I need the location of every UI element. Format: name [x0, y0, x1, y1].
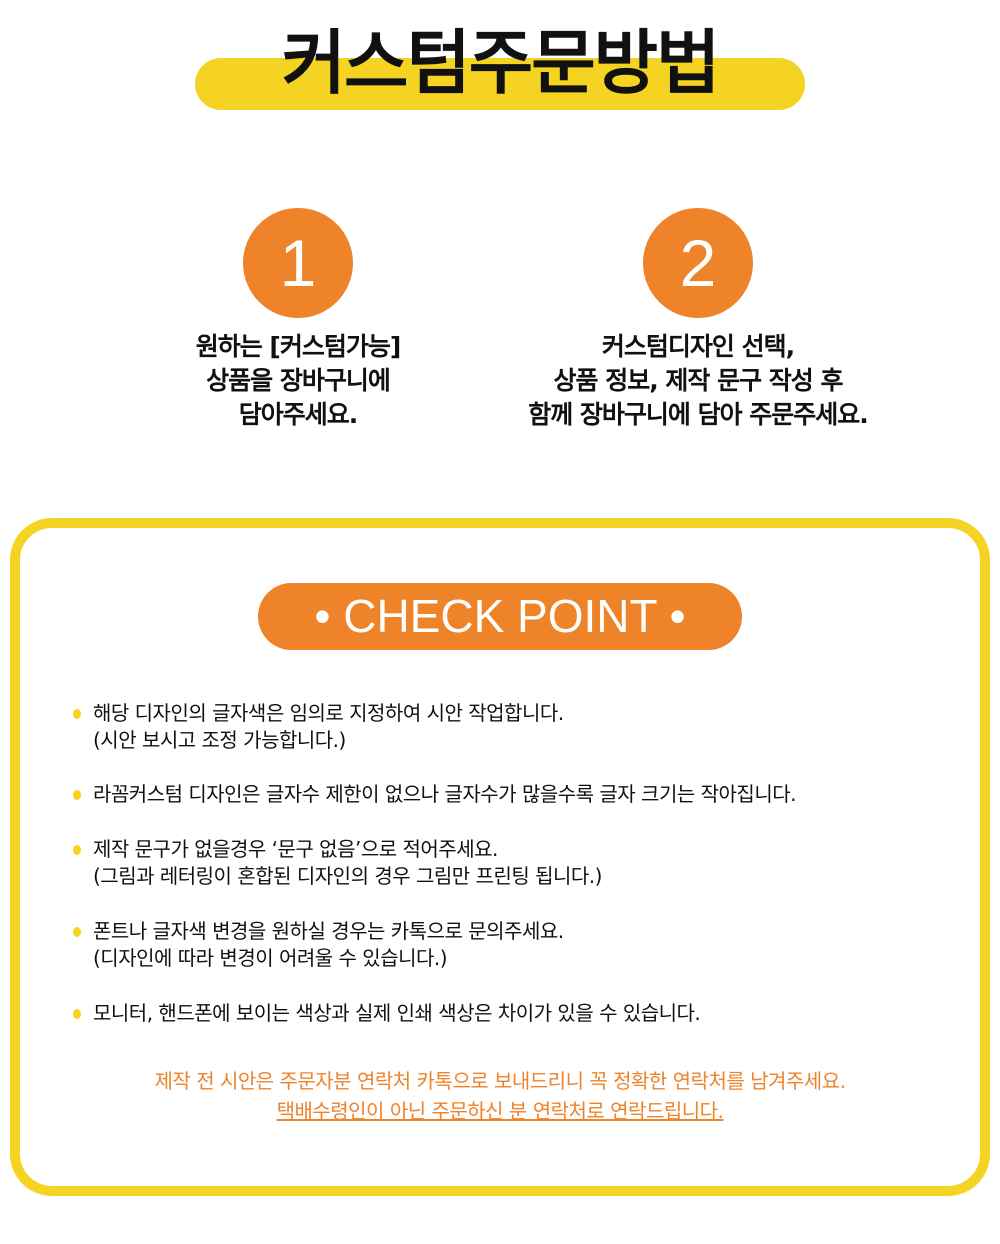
step-2-text: 커스텀디자인 선택, 상품 정보, 제작 문구 작성 후 함께 장바구니에 담아…	[468, 330, 928, 432]
item-line: (디자인에 따라 변경이 어려울 수 있습니다.)	[93, 946, 448, 970]
checkpoint-item: 제작 문구가 없을경우 ‘문구 없음’으로 적어주세요. (그림과 레터링이 혼…	[73, 836, 602, 890]
item-line: 라꼼커스텀 디자인은 글자수 제한이 없으나 글자수가 많을수록 글자 크기는 …	[93, 782, 796, 806]
step-1-number: 1	[243, 208, 353, 318]
bullet-icon	[73, 927, 81, 937]
page-title: 커스텀주문방법	[281, 22, 721, 104]
step-line: 함께 장바구니에 담아 주문주세요.	[528, 400, 869, 429]
item-line: (시안 보시고 조정 가능합니다.)	[93, 728, 346, 752]
item-line: 폰트나 글자색 변경을 원하실 경우는 카톡으로 문의주세요.	[93, 919, 564, 943]
checkpoint-item: 해당 디자인의 글자색은 임의로 지정하여 시안 작업합니다. (시안 보시고 …	[73, 700, 564, 754]
checkpoint-item: 라꼼커스텀 디자인은 글자수 제한이 없으나 글자수가 많을수록 글자 크기는 …	[73, 781, 796, 808]
step-1-text: 원하는 [커스텀가능] 상품을 장바구니에 담아주세요.	[68, 330, 528, 432]
bullet-icon	[73, 709, 81, 719]
step-line: 담아주세요.	[238, 400, 359, 429]
checkpoint-heading: • CHECK POINT •	[258, 583, 742, 650]
title-banner	[195, 58, 805, 110]
bullet-icon	[73, 1009, 81, 1019]
checkpoint-item: 모니터, 핸드폰에 보이는 색상과 실제 인쇄 색상은 차이가 있을 수 있습니…	[73, 1000, 701, 1027]
step-line: 원하는 [커스텀가능]	[195, 332, 402, 361]
bullet-icon	[73, 845, 81, 855]
underlined-text: 택배수령인이 아닌 주문하신 분 연락처로 연락드립니다.	[276, 1099, 724, 1123]
item-line: 해당 디자인의 글자색은 임의로 지정하여 시안 작업합니다.	[93, 701, 564, 725]
step-line: 상품을 장바구니에	[206, 366, 391, 395]
item-line: 모니터, 핸드폰에 보이는 색상과 실제 인쇄 색상은 차이가 있을 수 있습니…	[93, 1001, 701, 1025]
item-line: (그림과 레터링이 혼합된 디자인의 경우 그림만 프린팅 됩니다.)	[93, 864, 602, 888]
bullet-icon	[73, 790, 81, 800]
checkpoint-item: 폰트나 글자색 변경을 원하실 경우는 카톡으로 문의주세요. (디자인에 따라…	[73, 918, 564, 972]
checkpoint-box	[10, 518, 990, 1196]
contact-note: 제작 전 시안은 주문자분 연락처 카톡으로 보내드리니 꼭 정확한 연락처를 …	[154, 1069, 846, 1093]
contact-note-underlined: 택배수령인이 아닌 주문하신 분 연락처로 연락드립니다.	[0, 1096, 1000, 1126]
step-line: 상품 정보, 제작 문구 작성 후	[553, 366, 843, 395]
step-2-number: 2	[643, 208, 753, 318]
step-line: 커스텀디자인 선택,	[601, 332, 795, 361]
item-line: 제작 문구가 없을경우 ‘문구 없음’으로 적어주세요.	[93, 837, 498, 861]
